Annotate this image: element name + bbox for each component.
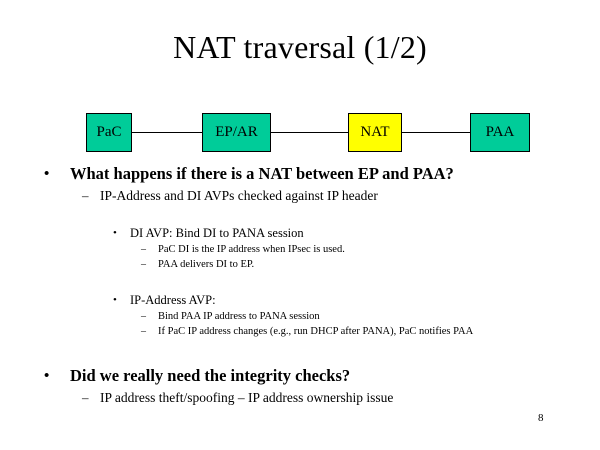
bullet-dash-icon: –	[141, 311, 146, 322]
bullet-dot-icon: •	[44, 368, 50, 384]
bullet-dot-icon: •	[44, 166, 50, 182]
bullet-level4-pac-di-ipsec: – PaC DI is the IP address when IPsec is…	[141, 244, 345, 255]
bullet-group-nat-question: • What happens if there is a NAT between…	[0, 163, 600, 339]
bullet-dash-icon: –	[141, 326, 146, 337]
bullet-level3-ip-address-avp: • IP-Address AVP:	[113, 293, 216, 307]
bullet-level4-paa-delivers-di: – PAA delivers DI to EP.	[141, 259, 255, 270]
bullet-dash-icon: –	[82, 188, 89, 203]
slide-body: • What happens if there is a NAT between…	[0, 163, 600, 407]
node-nat[interactable]: NAT	[348, 113, 402, 152]
bullet-dot-icon: •	[113, 227, 117, 239]
bullet-subgroup-ip-address-avp: • IP-Address AVP: – Bind PAA IP address …	[0, 291, 600, 339]
bullet-dash-icon: –	[82, 390, 89, 405]
bullet-level2-ip-address-di-avps: – IP-Address and DI AVPs checked against…	[82, 188, 378, 203]
bullet-level3-di-avp: • DI AVP: Bind DI to PANA session	[113, 226, 304, 240]
page-title: NAT traversal (1/2)	[173, 29, 427, 65]
bullet-level1-nat-question: • What happens if there is a NAT between…	[44, 164, 454, 183]
link-pac-epar	[131, 132, 203, 133]
bullet-subgroup-di-avp: • DI AVP: Bind DI to PANA session – PaC …	[0, 224, 600, 272]
bullet-dot-icon: •	[113, 294, 117, 306]
bullet-level1-integrity-checks: • Did we really need the integrity check…	[44, 366, 351, 385]
spacer	[0, 339, 600, 358]
spacer	[0, 205, 600, 224]
link-nat-paa	[401, 132, 471, 133]
link-epar-nat	[270, 132, 349, 133]
node-paa[interactable]: PAA	[470, 113, 530, 152]
page-number: 8	[538, 412, 544, 424]
node-pac[interactable]: PaC	[86, 113, 132, 152]
bullet-dash-icon: –	[141, 244, 146, 255]
bullet-dash-icon: –	[141, 259, 146, 270]
bullet-level2-ip-theft-spoofing: – IP address theft/spoofing – IP address…	[82, 390, 394, 405]
node-ep-ar[interactable]: EP/AR	[202, 113, 271, 152]
spacer	[0, 358, 600, 365]
bullet-level4-pac-ip-changes: – If PaC IP address changes (e.g., run D…	[141, 326, 474, 337]
spacer	[0, 272, 600, 291]
bullet-level4-bind-paa-ip: – Bind PAA IP address to PANA session	[141, 311, 320, 322]
bullet-group-integrity-checks: • Did we really need the integrity check…	[0, 365, 600, 407]
